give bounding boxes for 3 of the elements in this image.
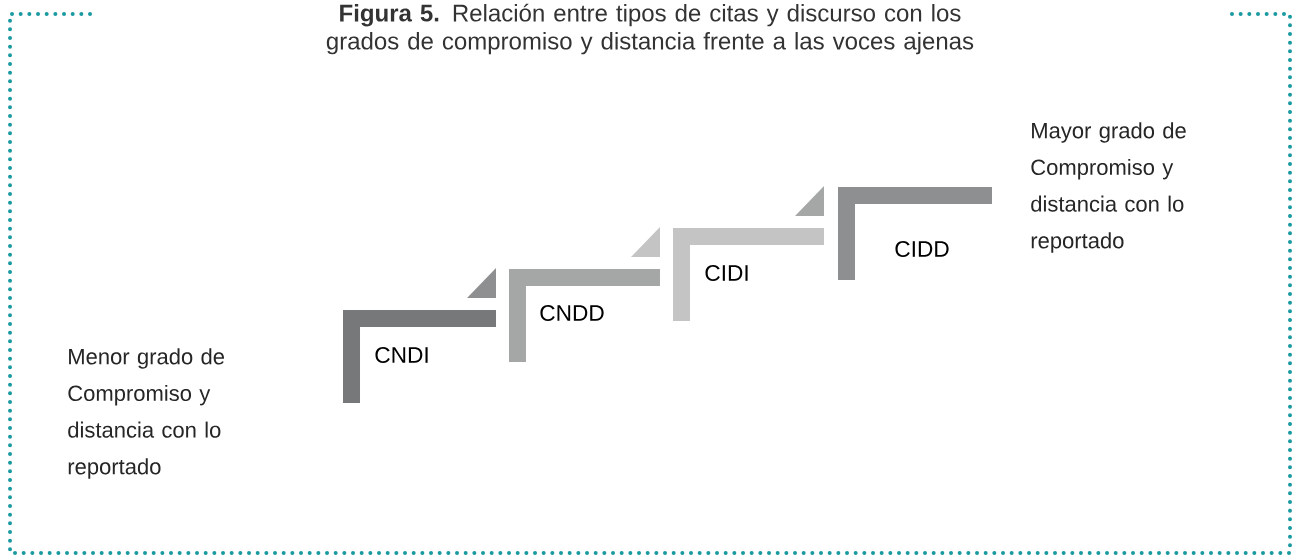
- side-note: Menor grado de Compromiso y distancia con lo reportado: [68, 348, 224, 479]
- figure-title: Figura 5. Relación entre tipos de citas y discurso con los grados de compromiso y distancia frente a las voces ajenas: [326, 3, 974, 55]
- side-note: Mayor grado de Compromiso y distancia con lo reportado: [1031, 122, 1186, 253]
